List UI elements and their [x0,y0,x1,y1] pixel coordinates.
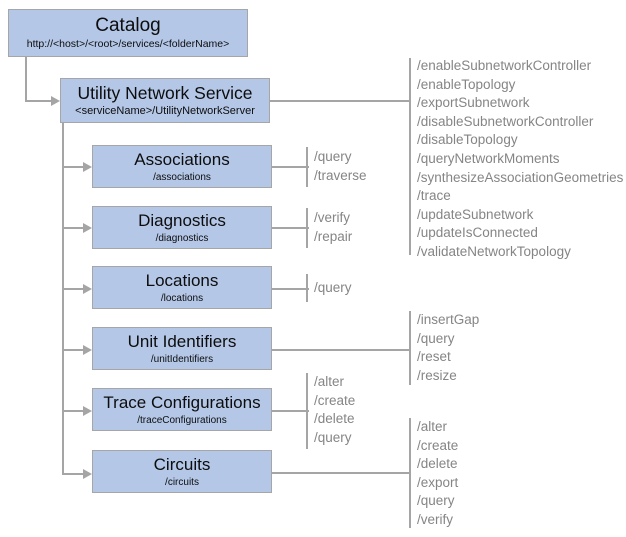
operation-item: /updateSubnetwork [417,206,534,222]
operations-trace-configurations: /alter /create /delete /query [314,373,355,447]
operations-locations: /query [314,279,352,298]
node-unit-identifiers-title: Unit Identifiers [127,331,237,351]
operations-diagnostics: /verify /repair [314,209,352,246]
connector-spine-to-diagnostics [62,227,83,229]
operation-item: /synthesizeAssociationGeometries [417,169,624,185]
node-trace-configurations[interactable]: Trace Configurations /traceConfiguration… [92,388,272,431]
operation-item: /create [417,437,459,453]
connector-service-to-operations [270,100,410,102]
node-circuits[interactable]: Circuits /circuits [92,450,272,493]
connector-spine-to-trace-configurations [62,410,83,412]
arrow-catalog-to-service [51,96,60,106]
operation-item: /validateNetworkTopology [417,243,571,259]
operation-item: /reset [417,349,451,365]
operation-item: /query [417,330,455,346]
operation-item: /delete [417,456,458,472]
node-circuits-title: Circuits [153,454,211,474]
divider-locations-operations [306,274,308,302]
connector-circuits-to-operations [272,472,410,474]
divider-diagnostics-operations [306,208,308,248]
node-diagnostics-path: /diagnostics [155,232,209,244]
operation-item: /repair [314,228,353,244]
operation-item: /query [314,280,352,295]
node-locations-title: Locations [145,270,219,290]
node-trace-configurations-path: /traceConfigurations [137,414,227,426]
divider-service-operations [409,58,411,255]
operations-unit-identifiers: /insertGap /query /reset /resize [417,311,479,385]
node-unit-identifiers-path: /unitIdentifiers [150,353,214,365]
operation-item: /delete [314,411,355,427]
divider-trace-configurations-operations [306,373,308,449]
operation-item: /insertGap [417,312,480,327]
operation-item: /create [314,392,356,408]
node-trace-configurations-title: Trace Configurations [103,392,261,412]
operation-item: /alter [417,419,448,434]
operations-associations: /query /traverse [314,148,367,185]
node-diagnostics-title: Diagnostics [138,210,226,230]
node-catalog-path: http://<host>/<root>/services/<folderNam… [26,38,230,50]
divider-unit-identifiers-operations [409,311,411,385]
arrow-to-locations [83,284,92,294]
connector-catalog-down [25,57,27,101]
node-unit-identifiers[interactable]: Unit Identifiers /unitIdentifiers [92,327,272,370]
divider-circuits-operations [409,418,411,528]
operation-item: /alter [314,374,345,389]
operation-item: /enableTopology [417,76,516,92]
arrow-to-associations [83,162,92,172]
operation-item: /query [314,149,352,164]
operation-item: /verify [314,210,351,225]
operation-item: /disableSubnetworkController [417,113,594,129]
connector-locations-to-operations [272,288,309,290]
operation-item: /query [417,493,455,509]
operation-item: /disableTopology [417,132,518,148]
node-locations-path: /locations [160,292,204,304]
connector-spine-to-associations [62,166,83,168]
connector-spine-to-locations [62,288,83,290]
node-service-title: Utility Network Service [77,82,253,103]
arrow-to-unit-identifiers [83,345,92,355]
connector-associations-to-operations [272,166,309,168]
arrow-to-diagnostics [83,223,92,233]
arrow-to-trace-configurations [83,406,92,416]
operation-item: /traverse [314,167,367,183]
connector-spine [62,122,64,475]
operation-item: /exportSubnetwork [417,95,530,111]
node-locations[interactable]: Locations /locations [92,266,272,309]
node-utility-network-service[interactable]: Utility Network Service <serviceName>/Ut… [60,78,270,123]
operation-item: /queryNetworkMoments [417,150,560,166]
operation-item: /export [417,474,459,490]
divider-associations-operations [306,147,308,187]
node-catalog-title: Catalog [95,15,161,36]
node-diagnostics[interactable]: Diagnostics /diagnostics [92,206,272,249]
operation-item: /enableSubnetworkController [417,58,592,73]
operation-item: /verify [417,511,454,527]
node-associations-title: Associations [134,149,230,169]
operation-item: /updateIsConnected [417,225,538,241]
connector-unit-identifiers-to-operations [272,349,410,351]
node-catalog[interactable]: Catalog http://<host>/<root>/services/<f… [8,9,248,57]
connector-spine-to-circuits [62,473,83,475]
node-service-path: <serviceName>/UtilityNetworkServer [75,104,255,117]
operations-circuits: /alter /create /delete /export /query /v… [417,418,458,530]
node-associations[interactable]: Associations /associations [92,145,272,188]
connector-spine-to-unit-identifiers [62,349,83,351]
operation-item: /query [314,429,352,445]
connector-catalog-to-service [25,100,51,102]
connector-trace-configurations-to-operations [272,410,309,412]
arrow-to-circuits [83,469,92,479]
node-associations-path: /associations [153,171,211,183]
operations-service: /enableSubnetworkController /enableTopol… [417,57,623,262]
node-circuits-path: /circuits [165,476,199,488]
operation-item: /resize [417,367,457,383]
operation-item: /trace [417,188,451,204]
connector-diagnostics-to-operations [272,227,309,229]
